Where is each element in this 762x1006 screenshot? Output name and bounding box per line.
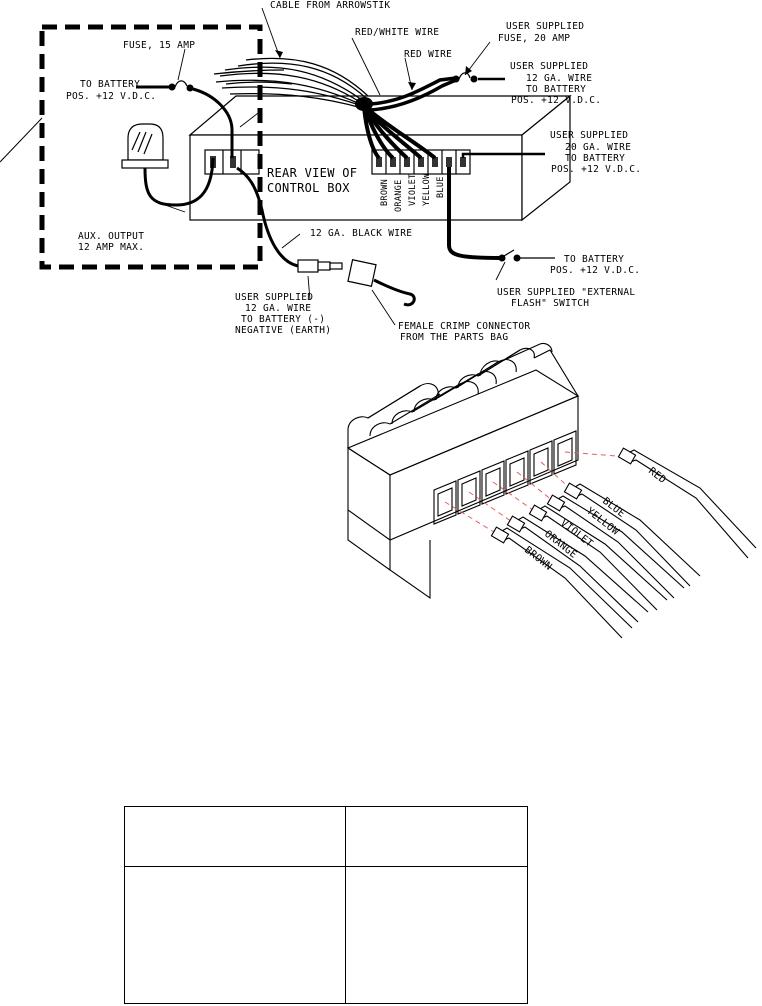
20ga-wire [461, 152, 545, 158]
label-user-fuse-2: FUSE, 20 AMP [498, 33, 570, 44]
label-flash-1: USER SUPPLIED "EXTERNAL [497, 287, 635, 298]
aux-output-wire [143, 157, 215, 207]
terminal-label-orange: ORANGE [394, 179, 404, 212]
table-cell [124, 866, 346, 1004]
table-cell [345, 866, 528, 1004]
label-crimp-2: FROM THE PARTS BAG [400, 332, 508, 343]
external-flash-switch [498, 249, 555, 262]
label-user-12ga-2: 12 GA. WIRE [526, 73, 592, 84]
connector-wires [490, 447, 757, 639]
red-wire [369, 76, 457, 106]
table-cell [345, 806, 528, 867]
label-to-battery-1: TO BATTERY [80, 79, 140, 90]
label-neg-2: 12 GA. WIRE [245, 303, 311, 314]
connector-wire-labels: RED BLUE YELLOW VIOLET ORANGE BROWN [522, 466, 668, 573]
terminal-label-brown: BROWN [380, 179, 390, 206]
label-batt-pos-1: TO BATTERY [564, 254, 624, 265]
connector-plug [346, 342, 580, 600]
beacon-lamp [121, 123, 169, 169]
label-user-12ga-3: TO BATTERY [526, 84, 586, 95]
crimp-connector [297, 259, 416, 307]
label-user-12ga-4: POS. +12 V.D.C. [511, 95, 601, 106]
label-black-wire: 12 GA. BLACK WIRE [310, 228, 412, 239]
terminal-label-blue: BLUE [436, 176, 446, 198]
label-rear-view-1: REAR VIEW OF [267, 166, 357, 180]
label-neg-3: TO BATTERY (-) [241, 314, 325, 325]
aux-dashed-box [39, 24, 263, 270]
table-cell [124, 806, 346, 867]
wire-label-brown: BROWN [522, 545, 554, 573]
arrowstik-cable [213, 57, 369, 109]
label-user-20ga-1: USER SUPPLIED [550, 130, 628, 141]
wire-label-red: RED [646, 466, 668, 486]
label-fuse-15: FUSE, 15 AMP [123, 40, 195, 51]
black-wire [236, 166, 299, 268]
label-aux-2: 12 AMP MAX. [78, 242, 144, 253]
label-batt-pos-2: POS. +12 V.D.C. [550, 265, 640, 276]
label-user-20ga-4: POS. +12 V.D.C. [551, 164, 641, 175]
fuse-15a [136, 80, 234, 158]
label-user-20ga-3: TO BATTERY [565, 153, 625, 164]
label-neg-1: USER SUPPLIED [235, 292, 313, 303]
label-red-wire: RED WIRE [404, 49, 452, 60]
terminal-wire-labels: BROWN ORANGE VIOLET YELLOW BLUE [380, 173, 446, 212]
label-rear-view-2: CONTROL BOX [267, 181, 350, 195]
red-white-wire [369, 78, 457, 112]
label-user-12ga-1: USER SUPPLIED [510, 61, 588, 72]
label-to-battery-2: POS. +12 V.D.C. [66, 91, 156, 102]
terminal-label-yellow: YELLOW [422, 173, 432, 206]
flash-switch-wire [447, 167, 501, 260]
label-cable-from-arrowstik: CABLE FROM ARROWSTIK [270, 0, 390, 11]
label-flash-2: FLASH" SWITCH [511, 298, 589, 309]
label-neg-4: NEGATIVE (EARTH) [235, 325, 331, 336]
label-red-white-wire: RED/WHITE WIRE [355, 27, 439, 38]
label-crimp-1: FEMALE CRIMP CONNECTOR [398, 321, 530, 332]
terminal-label-violet: VIOLET [408, 173, 418, 206]
user-fuse-20a [452, 72, 505, 83]
label-user-20ga-2: 20 GA. WIRE [565, 142, 631, 153]
label-user-fuse-1: USER SUPPLIED [506, 21, 584, 32]
label-aux-1: AUX. OUTPUT [78, 231, 144, 242]
blank-table [124, 806, 528, 1004]
